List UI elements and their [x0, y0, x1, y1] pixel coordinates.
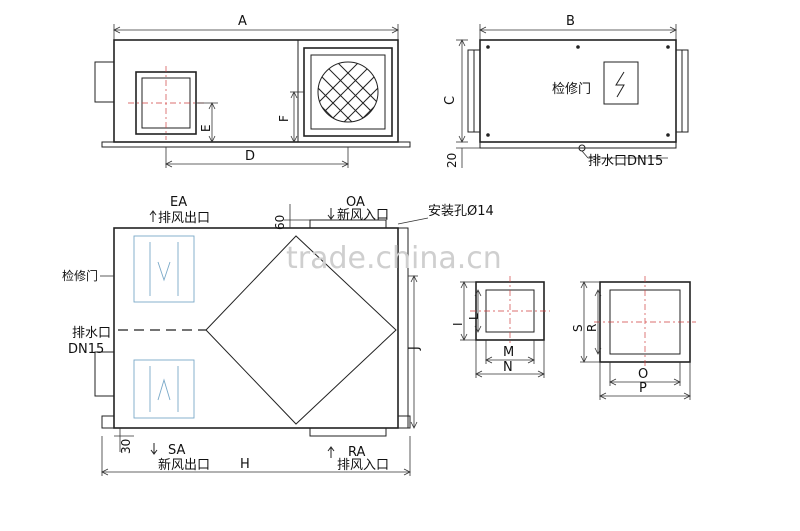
ea-cn-label: 排风出口 [158, 211, 210, 226]
dim-label-a: A [238, 14, 247, 29]
dim-label-p: P [639, 381, 647, 396]
oa-cn-label: 新风入口 [337, 207, 389, 223]
access-door-label: 检修门 [552, 82, 591, 97]
dim-label-60: 60 [273, 215, 287, 230]
arrow-down-icon [327, 208, 335, 220]
oa-label: OA [346, 195, 365, 210]
dim-label-o: O [638, 367, 648, 382]
plan-view: EA 排风出口 OA 新风入口 安装孔Ø14 60 检修门 排水口 DN15 J [62, 195, 494, 476]
arrow-up-icon [327, 446, 335, 458]
dim-label-j: J [407, 346, 422, 351]
access-door-left-label: 检修门 [62, 268, 98, 283]
mount-hole-label: 安装孔Ø14 [428, 204, 494, 219]
large-flange-view: S R O P [571, 276, 696, 400]
drain-left-label-1: 排水口 [72, 326, 111, 341]
side-view: B 检修门 C 20 排水口DN15 [443, 14, 689, 169]
dim-label-b: B [566, 14, 575, 29]
small-flange-view: I L M N [451, 276, 550, 378]
dim-label-i: I [451, 322, 465, 326]
dim-label-d: D [245, 149, 255, 164]
dim-label-30: 30 [119, 439, 133, 454]
arrow-down-icon [150, 443, 158, 455]
sa-cn-label: 新风出口 [158, 457, 210, 473]
ea-label: EA [170, 195, 187, 210]
lightning-icon [615, 71, 625, 98]
ra-label: RA [348, 445, 366, 460]
sa-label: SA [168, 443, 185, 458]
dim-label-c: C [443, 96, 458, 105]
fan-grille-icon [317, 61, 379, 123]
drain-label-top: 排水口DN15 [588, 154, 663, 169]
arrow-up-icon [149, 210, 157, 222]
front-view: A [94, 14, 411, 168]
dim-label-r: R [585, 324, 599, 332]
dim-label-f: F [277, 115, 291, 122]
drain-left-label-2: DN15 [68, 342, 104, 357]
ra-cn-label: 排风入口 [337, 458, 389, 473]
dim-label-e: E [199, 124, 213, 132]
dim-label-n: N [503, 360, 513, 375]
dim-label-s: S [571, 324, 585, 332]
dim-label-m: M [503, 345, 514, 360]
watermark: trade.china.cn [286, 241, 502, 276]
dim-label-l: L [467, 313, 481, 320]
dim-label-20: 20 [445, 153, 459, 168]
dim-label-h: H [240, 457, 250, 472]
